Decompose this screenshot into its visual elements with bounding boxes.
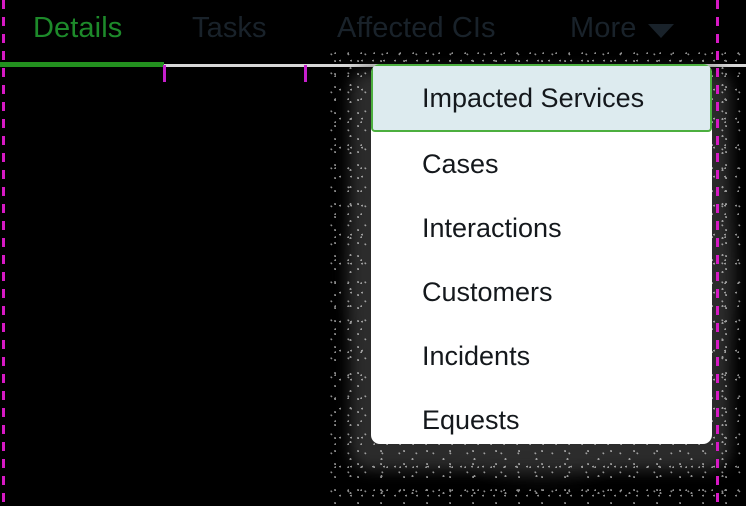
guide-tick-2 — [304, 65, 307, 82]
menu-item-label: Interactions — [422, 212, 562, 243]
menu-item-customers[interactable]: Customers — [371, 260, 712, 324]
menu-item-label: Equests — [422, 404, 520, 435]
tab-more[interactable]: More — [570, 0, 675, 68]
menu-item-interactions[interactable]: Interactions — [371, 196, 712, 260]
tab-more-label: More — [570, 12, 637, 44]
menu-item-label: Customers — [422, 276, 553, 307]
menu-item-label: Incidents — [422, 340, 531, 371]
tab-active-indicator — [0, 62, 164, 67]
tab-tasks[interactable]: Tasks — [192, 0, 267, 68]
tab-bar: Details Tasks Affected CIs More — [0, 0, 746, 68]
guide-tick-1 — [163, 65, 166, 82]
guide-line-left — [2, 0, 5, 506]
more-dropdown-menu[interactable]: Impacted Services Cases Interactions Cus… — [371, 64, 712, 444]
menu-item-label: Cases — [422, 148, 499, 179]
menu-item-impacted-services[interactable]: Impacted Services — [371, 64, 712, 132]
tab-details-label: Details — [33, 12, 123, 44]
menu-item-label: Impacted Services — [422, 82, 645, 113]
tab-tasks-label: Tasks — [192, 12, 267, 44]
chevron-down-icon — [648, 24, 675, 38]
tab-details[interactable]: Details — [33, 0, 122, 68]
menu-item-cases[interactable]: Cases — [371, 132, 712, 196]
tab-affected-cis[interactable]: Affected CIs — [337, 0, 496, 68]
menu-item-incidents[interactable]: Incidents — [371, 324, 712, 388]
tab-affected-cis-label: Affected CIs — [337, 12, 496, 44]
menu-item-equests[interactable]: Equests — [371, 388, 712, 444]
guide-line-right — [716, 0, 719, 506]
